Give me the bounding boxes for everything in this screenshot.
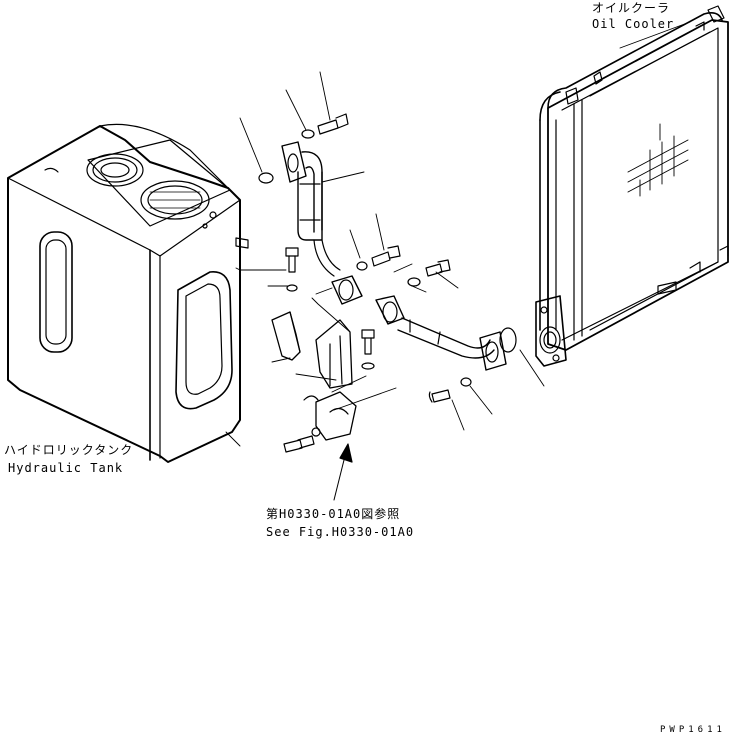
hydraulic-tank-label-en: Hydraulic Tank <box>8 461 124 475</box>
oil-cooler-label-jp: オイルクーラ <box>592 1 671 15</box>
fasteners <box>258 113 472 453</box>
drawing-code: PWP1611 <box>660 725 726 735</box>
oil-cooler <box>535 5 729 367</box>
hose-assembly <box>281 141 517 371</box>
oil-cooler-label-en: Oil Cooler <box>592 17 675 31</box>
see-figure-label-jp: 第H0330-01A0図参照 <box>266 507 401 521</box>
hydraulic-tank <box>7 123 249 463</box>
brackets <box>271 311 357 441</box>
hydraulic-tank-label-jp: ハイドロリックタンク <box>4 443 134 457</box>
see-figure-label-en: See Fig.H0330-01A0 <box>266 525 415 539</box>
reference-arrow <box>333 443 353 501</box>
leader-lines <box>225 21 691 447</box>
